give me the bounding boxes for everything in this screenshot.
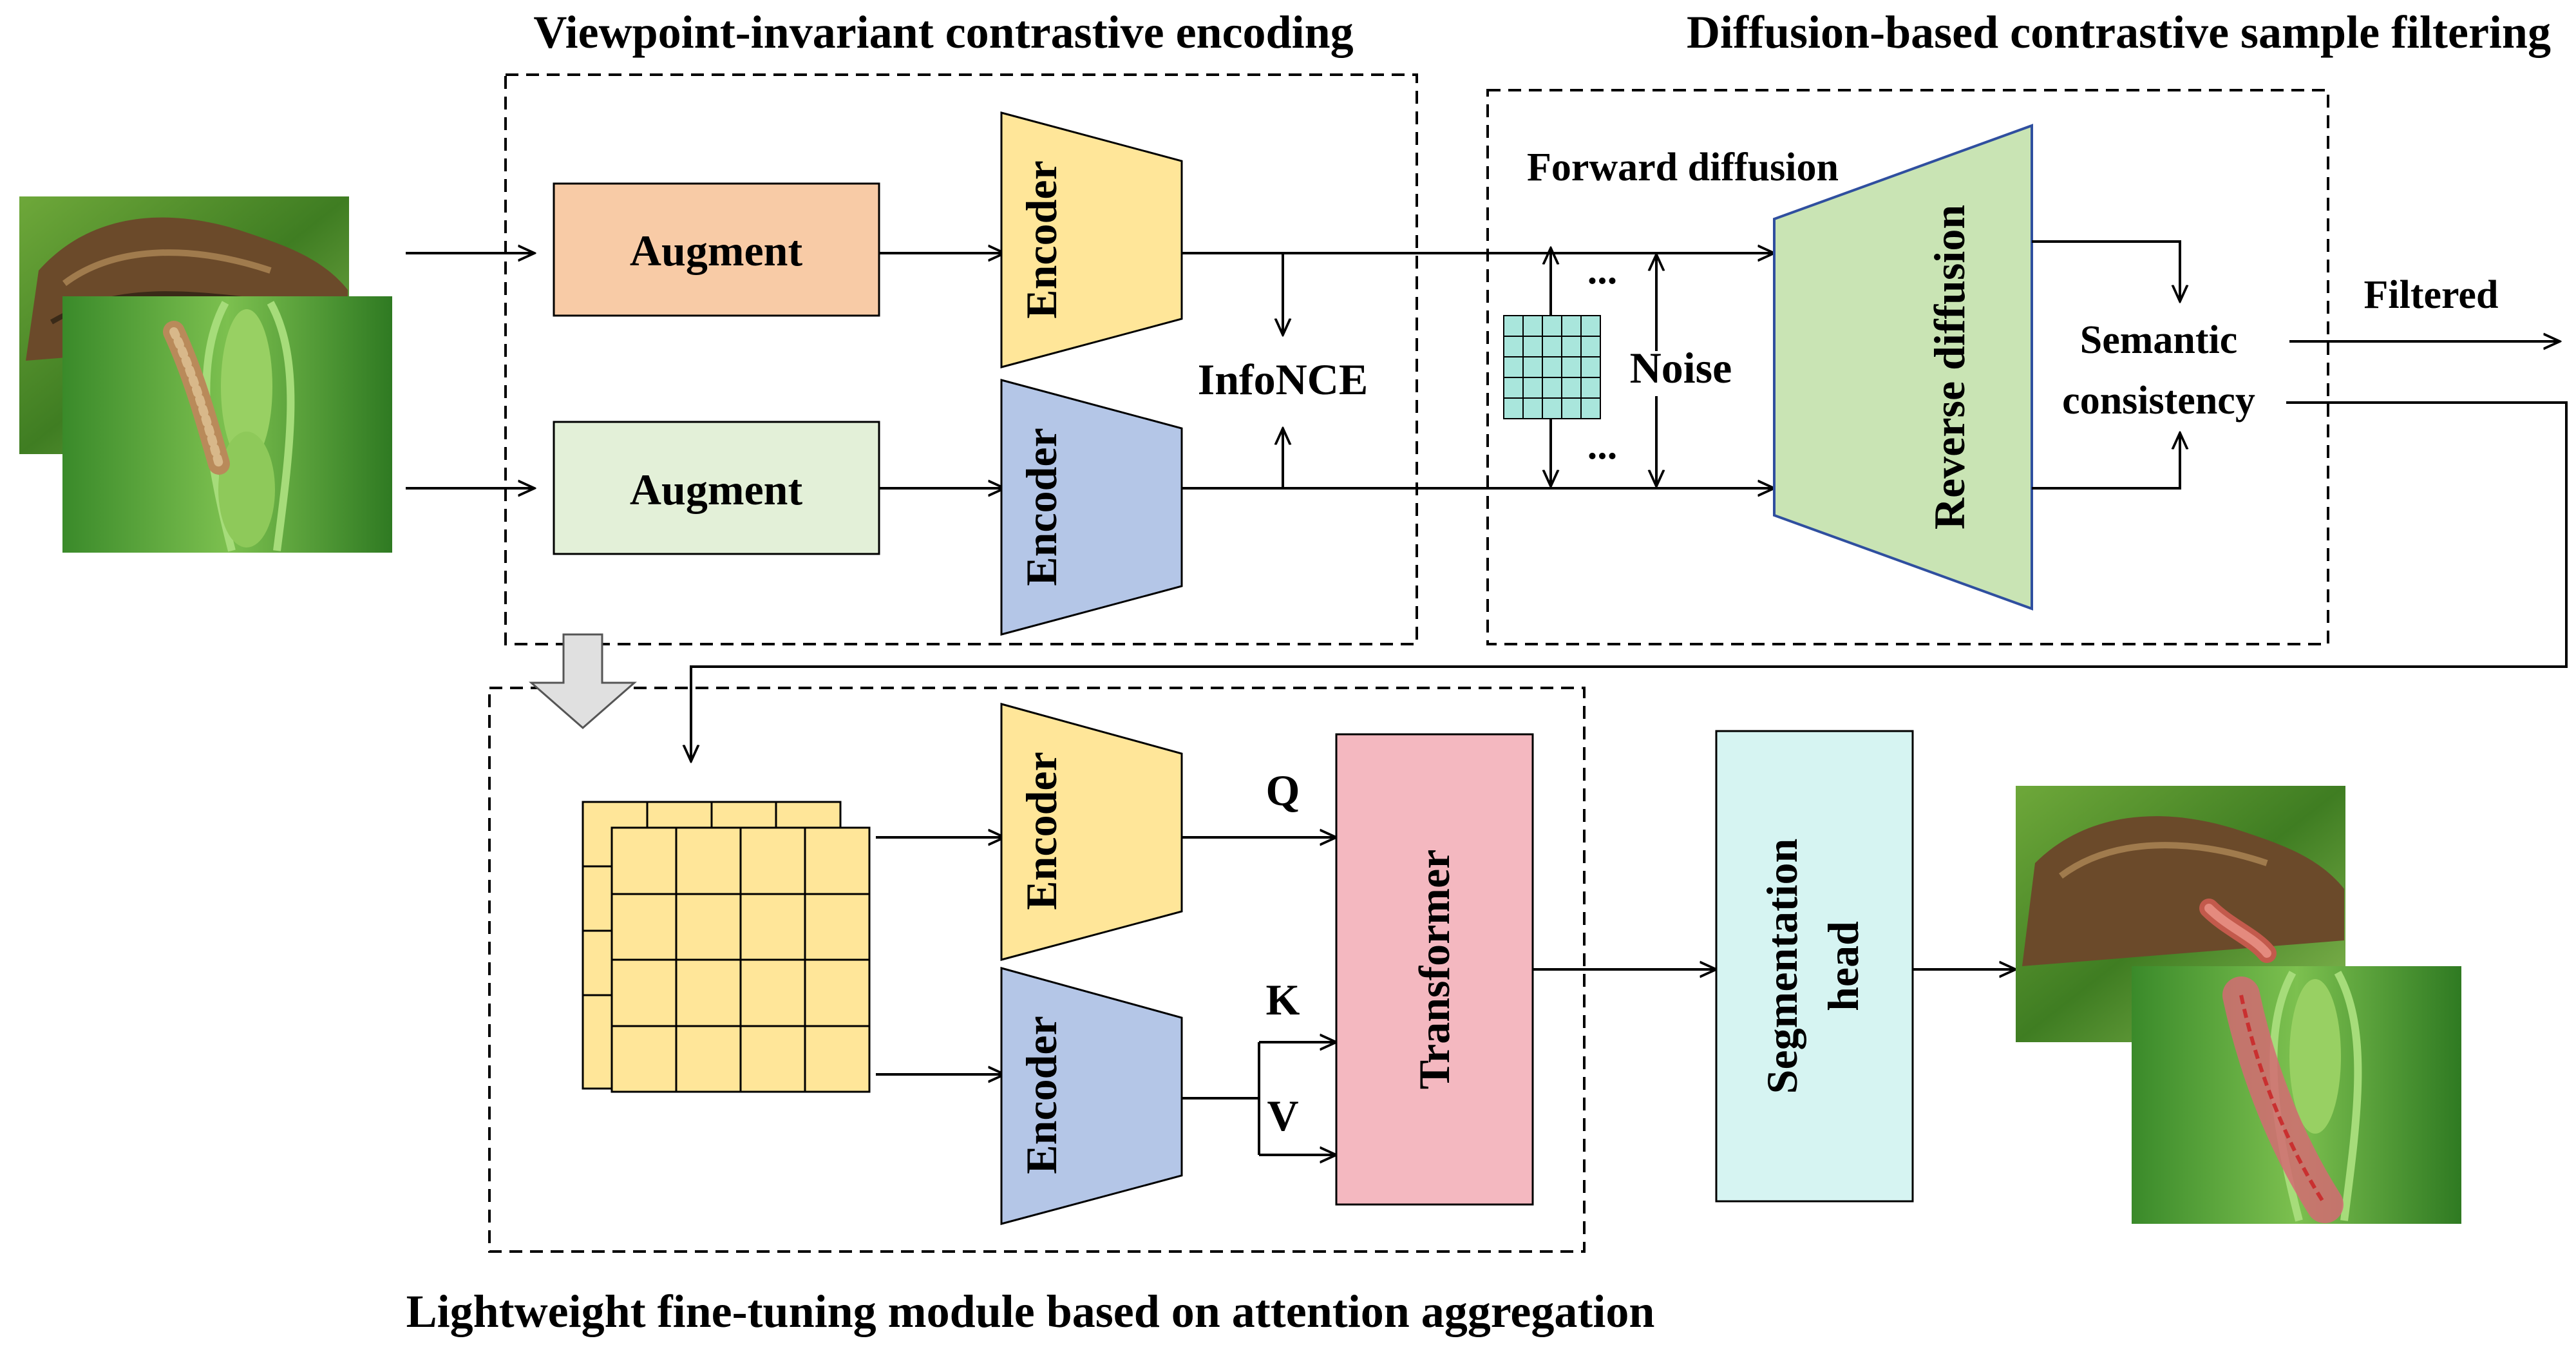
finetune-frame xyxy=(488,687,1586,1253)
encoder-q xyxy=(1000,703,1183,961)
filtering-frame xyxy=(1486,89,2329,645)
filtered-label: Filtered xyxy=(2364,273,2499,317)
finetune-section-title: Lightweight fine-tuning module based on … xyxy=(406,1286,1655,1337)
transfer-block-arrow xyxy=(529,633,637,729)
q-label: Q xyxy=(1266,766,1300,815)
augment-box-top xyxy=(553,182,880,317)
semantic-label-2: consistency xyxy=(2062,379,2255,423)
input-image-larva xyxy=(62,296,392,553)
encoder-bottom-label: Encoder xyxy=(1017,428,1066,586)
augment-box-bottom xyxy=(553,421,880,555)
transformer-block xyxy=(1335,733,1534,1206)
filtering-section-title: Diffusion-based contrastive sample filte… xyxy=(1687,6,2551,58)
encoder-kv xyxy=(1000,967,1183,1225)
augment-label-top: Augment xyxy=(630,226,803,275)
infonce-label: InfoNCE xyxy=(1198,355,1368,404)
encoding-section-title: Viewpoint-invariant contrastive encoding xyxy=(533,6,1353,58)
feature-map-stack xyxy=(582,801,871,1093)
encoding-frame xyxy=(504,73,1418,645)
encoder-top-label: Encoder xyxy=(1017,160,1066,319)
reverse-to-semantic-top xyxy=(2032,240,2180,301)
encoder-q-label: Encoder xyxy=(1017,752,1066,910)
forward-diffusion-label: Forward diffusion xyxy=(1527,146,1839,189)
seg-label-2: head xyxy=(1819,921,1868,1011)
reverse-diffusion-label: Reverse diffusion xyxy=(1925,205,1974,529)
encoder-top xyxy=(1000,111,1183,368)
noise-grid xyxy=(1503,315,1601,419)
semantic-label-1: Semantic xyxy=(2080,318,2238,362)
segmentation-head-block xyxy=(1715,730,1914,1203)
k-label: K xyxy=(1266,975,1300,1024)
transformer-label: Transformer xyxy=(1410,850,1459,1090)
augment-label-bottom: Augment xyxy=(630,465,803,514)
v-label: V xyxy=(1267,1091,1298,1140)
output-image-larva xyxy=(2132,966,2461,1224)
seg-label-1: Segmentation xyxy=(1757,839,1806,1094)
dots-top: ... xyxy=(1587,249,1618,292)
reverse-to-semantic-bottom xyxy=(2032,433,2180,490)
output-image-soil xyxy=(2016,786,2345,1042)
reverse-diffusion-block xyxy=(1773,124,2033,611)
encoder-bottom xyxy=(1000,379,1183,636)
noise-label: Noise xyxy=(1630,343,1732,392)
feedback-connector xyxy=(691,401,2568,761)
dots-bottom: ... xyxy=(1587,424,1618,468)
encoder-kv-label: Encoder xyxy=(1017,1016,1066,1174)
